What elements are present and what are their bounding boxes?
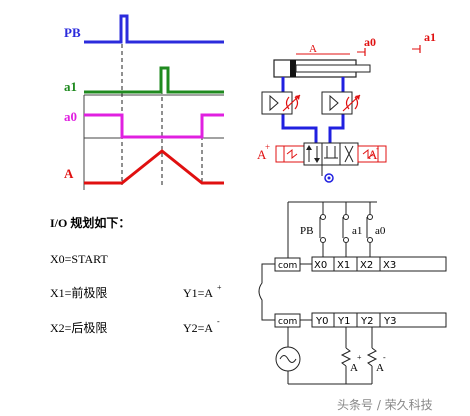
cylinder-piston	[290, 60, 296, 77]
signal-a1-label: a1	[64, 79, 77, 94]
signal-a-label: A	[64, 166, 74, 181]
switch-a1-contact	[343, 237, 349, 243]
switch-a0-contact	[367, 237, 373, 243]
output-terminal-y1: Y1	[337, 316, 350, 327]
pneumatic-circuit: A a0 a1	[257, 30, 436, 183]
timing-diagram: PB a1 a0 A	[64, 14, 224, 190]
input-terminal-x2: X2	[360, 260, 373, 271]
signal-a-waveform	[84, 149, 224, 185]
check-valve-icon	[329, 94, 339, 112]
valve-section-2	[321, 142, 341, 166]
com-link-wire	[258, 263, 275, 321]
check-valve-icon	[269, 94, 279, 112]
adjust-arrow-head	[295, 95, 300, 100]
io-row-right-sup: -	[217, 317, 220, 326]
throttle-icon	[285, 96, 299, 110]
output-terminal-y2: Y2	[360, 316, 373, 327]
switch-pb-label: PB	[300, 225, 313, 237]
input-com-label: com	[278, 261, 297, 271]
adjust-arrow-head	[355, 95, 360, 100]
solenoid-left	[275, 145, 305, 163]
solenoid-right	[357, 145, 387, 163]
solenoid-left-symbol	[286, 148, 298, 160]
solenoid-right-symbol	[362, 148, 374, 160]
signal-a1-waveform	[84, 66, 224, 94]
io-row-right-sup: +	[217, 283, 222, 292]
flow-arrow-icon	[314, 158, 320, 163]
sensor-a0-label: a0	[364, 35, 376, 49]
switch-a1-contact	[343, 214, 349, 220]
input-terminal-x3: X3	[383, 260, 396, 271]
cylinder-rod	[295, 64, 371, 73]
flow-control-right	[321, 91, 361, 115]
throttle-icon	[345, 96, 359, 110]
valve-section-1	[303, 142, 323, 166]
valve-plus-label: A	[257, 147, 267, 162]
input-terminal-strip	[311, 256, 447, 272]
flow-control-left-box	[261, 91, 293, 115]
sensor-a1-label: a1	[424, 30, 436, 44]
load-a-plus-sign: +	[357, 353, 362, 362]
load-a-minus-sign: -	[383, 353, 386, 362]
signal-pb-waveform	[84, 14, 224, 44]
flow-control-right-box	[321, 91, 353, 115]
flow-arrow-icon	[306, 145, 312, 150]
load-a-minus-coil	[366, 347, 378, 367]
switch-a1-label: a1	[352, 225, 362, 237]
io-row-right: Y1=A	[183, 286, 213, 300]
air-supply-dot	[327, 176, 331, 180]
cylinder-label: A	[309, 43, 317, 55]
io-row-left: X0=START	[50, 252, 108, 266]
signal-pb-label: PB	[64, 25, 81, 40]
switch-a0-label: a0	[375, 225, 386, 237]
signal-a0-waveform	[84, 113, 224, 139]
switch-pb-contact	[320, 214, 326, 220]
watermark-text: 头条号 / 荣久科技	[337, 398, 433, 412]
load-a-minus-label: A	[376, 362, 384, 374]
output-terminal-strip	[311, 312, 447, 328]
valve-plus-sign: +	[265, 142, 270, 152]
output-terminal-y3: Y3	[383, 316, 396, 327]
io-row-left: X2=后极限	[50, 321, 107, 335]
io-assignment: I/O 规划如下： X0=START X1=前极限 Y1=A + X2=后极限 …	[50, 215, 222, 335]
valve-minus-sign: -	[376, 143, 379, 153]
flow-arrow-icon	[344, 145, 354, 163]
load-a-plus-label: A	[350, 362, 358, 374]
io-row-right: Y2=A	[183, 321, 213, 335]
input-terminal-x1: X1	[337, 260, 350, 271]
input-terminal-x0: X0	[314, 260, 327, 271]
io-title: I/O 规划如下：	[50, 215, 130, 230]
load-a-plus-coil	[340, 347, 352, 367]
flow-control-left	[261, 91, 301, 115]
signal-a0-label: a0	[64, 109, 77, 124]
directional-valve	[275, 142, 387, 183]
output-terminal-y0: Y0	[315, 316, 328, 327]
io-row-left: X1=前极限	[50, 285, 107, 300]
switch-a0-contact	[367, 214, 373, 220]
plc-wiring: X0 X1 X2 X3 com Y0 Y1 Y2 Y3 com PB	[258, 201, 447, 385]
output-com-label: com	[278, 317, 297, 327]
switch-pb-contact	[320, 237, 326, 243]
valve-minus-label: A	[368, 147, 378, 162]
ac-wave-icon	[279, 355, 297, 363]
